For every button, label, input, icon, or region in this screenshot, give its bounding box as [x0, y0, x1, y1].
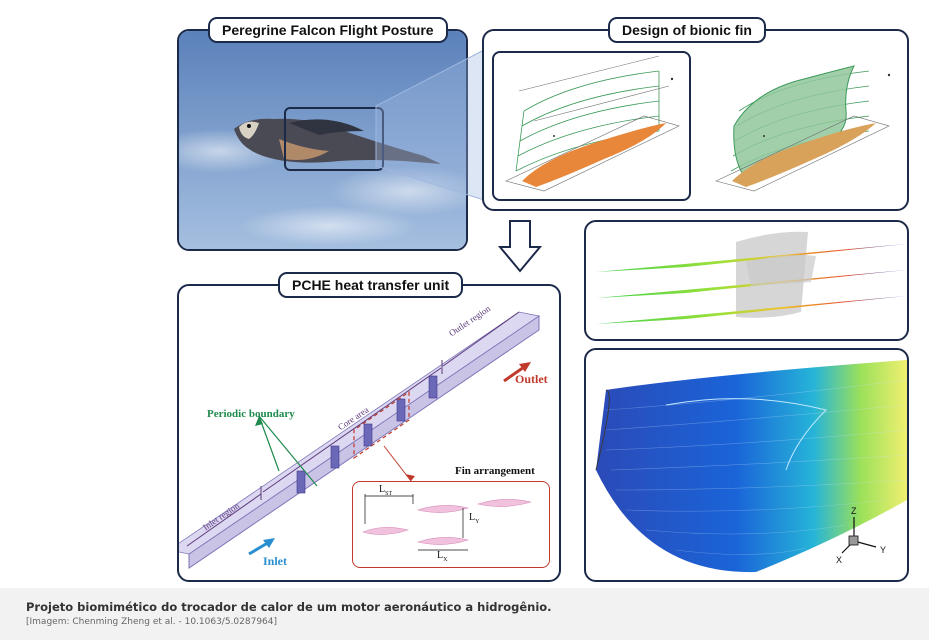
periodic-boundary-label: Periodic boundary	[207, 408, 295, 420]
bionic-fin-panel	[482, 29, 909, 211]
figure: Peregrine Falcon Flight Posture	[177, 17, 909, 582]
caption-text: Projeto biomimético do trocador de calor…	[26, 600, 552, 614]
fin-arrangement-label: Fin arrangement	[455, 465, 535, 477]
fin-arrangement-drawing	[362, 494, 532, 551]
falcon-panel-title: Peregrine Falcon Flight Posture	[208, 17, 448, 43]
fin-inner-box	[492, 51, 691, 201]
down-arrow-icon	[498, 220, 542, 273]
bionic-fin-drawing	[505, 55, 891, 192]
bionic-fin-title: Design of bionic fin	[608, 17, 766, 43]
inlet-label: Inlet	[263, 554, 287, 568]
outlet-label: Outlet	[515, 372, 548, 386]
falcon-zoom-box	[284, 107, 384, 171]
axis-y-label: Y	[880, 545, 887, 555]
l-x-label: LX	[437, 550, 448, 563]
l-y-label: LY	[469, 512, 480, 525]
pche-channel-drawing	[179, 311, 541, 569]
l-st-label: LST	[379, 484, 393, 497]
pche-panel: LST LY LX Fin arrangement Outlet region …	[177, 284, 561, 582]
fin-arrangement-inset: LST LY LX	[352, 481, 550, 568]
caption-credit: [Imagem: Chenming Zheng et al. - 10.1063…	[26, 617, 278, 627]
streamline-panel: Z Y X	[584, 348, 909, 582]
falcon-photo-panel	[177, 29, 468, 251]
axis-x-label: X	[836, 555, 843, 565]
pche-panel-title: PCHE heat transfer unit	[278, 272, 464, 298]
temperature-contour-panel	[584, 220, 909, 341]
figure-caption: Projeto biomimético do trocador de calor…	[0, 588, 929, 640]
streamline-plot	[595, 360, 907, 573]
contour-plot	[596, 231, 906, 324]
axis-triad	[841, 517, 877, 554]
axis-z-label: Z	[851, 506, 857, 516]
